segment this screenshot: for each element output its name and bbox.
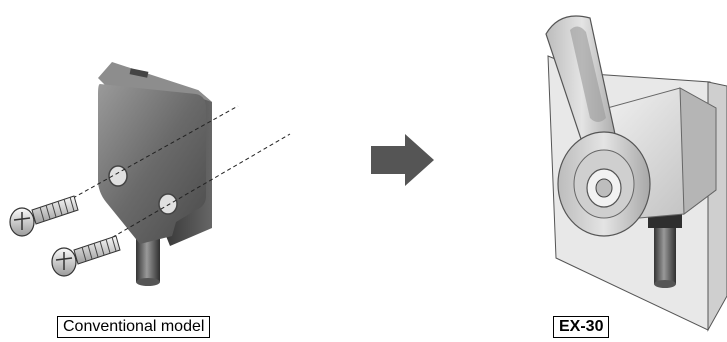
bracket-disc <box>557 131 651 237</box>
mount-hole-upper <box>108 165 128 187</box>
sensor-front <box>98 84 206 244</box>
bracket-arm <box>545 15 619 167</box>
sensor-top <box>98 62 212 102</box>
conventional-sensor-illustration <box>9 62 291 286</box>
right-arrow-icon <box>371 134 434 186</box>
screw-upper <box>9 195 79 237</box>
ex30-sensor-illustration <box>545 15 727 332</box>
screw-lower <box>51 235 121 277</box>
ex30-model-label: EX-30 <box>553 316 610 338</box>
conventional-model-label: Conventional model <box>57 316 211 338</box>
mount-hole-lower <box>158 193 178 215</box>
